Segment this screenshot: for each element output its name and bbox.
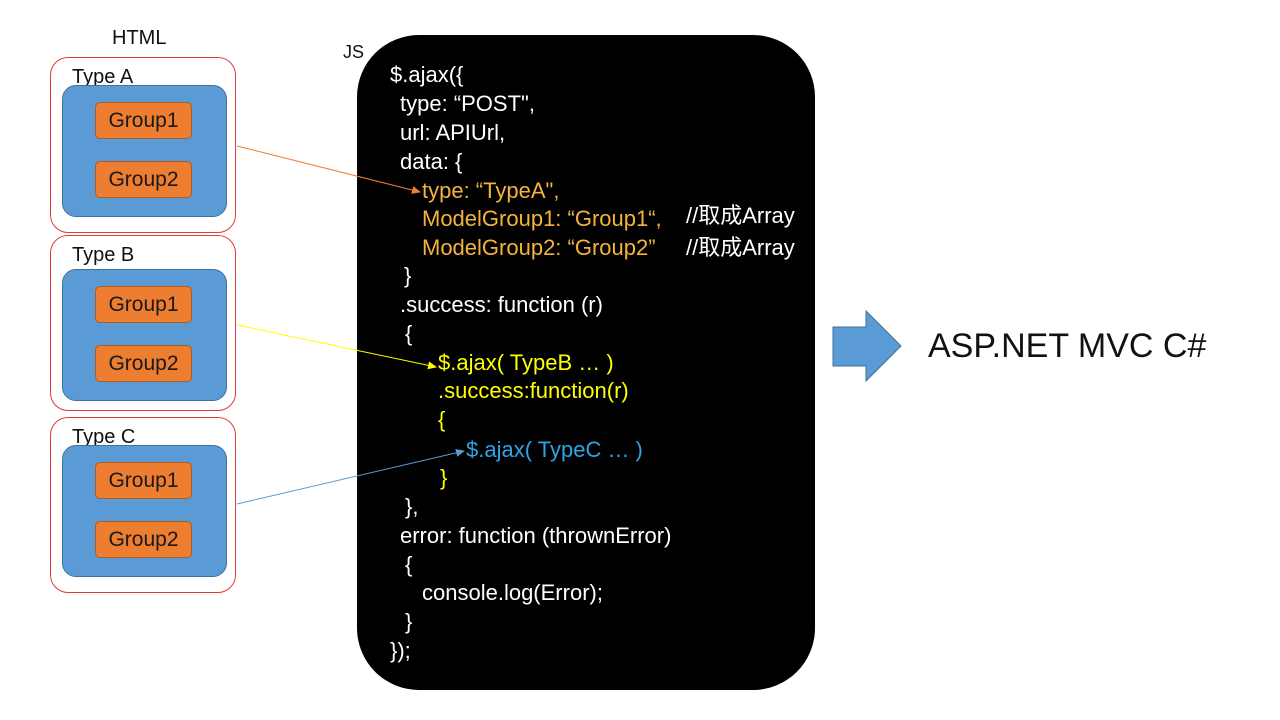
code-comment: //取成Array: [686, 235, 795, 260]
type-b-group1: Group1: [95, 286, 192, 323]
code-line: data: {: [400, 149, 463, 174]
code-line-modelgroup2: ModelGroup2: “Group2”: [422, 235, 656, 260]
type-c-box: Type C Group1 Group2: [50, 417, 236, 593]
code-line: },: [405, 494, 419, 519]
code-line: url: APIUrl,: [400, 120, 506, 145]
type-c-inner-box: Group1 Group2: [62, 445, 227, 577]
js-label: JS: [343, 42, 365, 62]
code-line: }: [404, 263, 412, 288]
code-line: }: [440, 465, 448, 490]
code-line: });: [390, 638, 411, 663]
type-a-group1: Group1: [95, 102, 192, 139]
type-b-box: Type B Group1 Group2: [50, 235, 236, 411]
code-line: }: [405, 609, 413, 634]
right-block-arrow: [832, 309, 902, 383]
type-c-group2: Group2: [95, 521, 192, 558]
code-line-type-c-ajax: $.ajax( TypeC … ): [466, 437, 643, 462]
type-c-title: Type C: [72, 426, 136, 448]
code-line-modelgroup1: ModelGroup1: “Group1“,: [422, 206, 662, 231]
type-a-title: Type A: [72, 66, 134, 88]
code-line: console.log(Error);: [422, 580, 603, 605]
code-line-type-b-ajax: $.ajax( TypeB … ): [438, 350, 614, 375]
code-line: {: [405, 552, 413, 577]
type-a-group2: Group2: [95, 161, 192, 198]
code-line-type-a: type: “TypeA",: [422, 178, 560, 203]
type-a-box: Type A Group1 Group2: [50, 57, 236, 233]
code-line: error: function (thrownError): [400, 523, 672, 548]
type-b-inner-box: Group1 Group2: [62, 269, 227, 401]
html-label: HTML: [112, 27, 167, 49]
code-comment: //取成Array: [686, 203, 795, 228]
type-a-inner-box: Group1 Group2: [62, 85, 227, 217]
type-b-group2: Group2: [95, 345, 192, 382]
type-b-title: Type B: [72, 244, 135, 266]
code-line: .success:function(r): [438, 378, 629, 403]
code-line: type: “POST",: [400, 91, 535, 116]
code-line: .success: function (r): [400, 292, 603, 317]
code-line: {: [438, 407, 446, 432]
target-label: ASP.NET MVC C#: [928, 327, 1207, 365]
code-line: $.ajax({: [390, 62, 464, 87]
code-line: {: [405, 321, 413, 346]
type-c-group1: Group1: [95, 462, 192, 499]
